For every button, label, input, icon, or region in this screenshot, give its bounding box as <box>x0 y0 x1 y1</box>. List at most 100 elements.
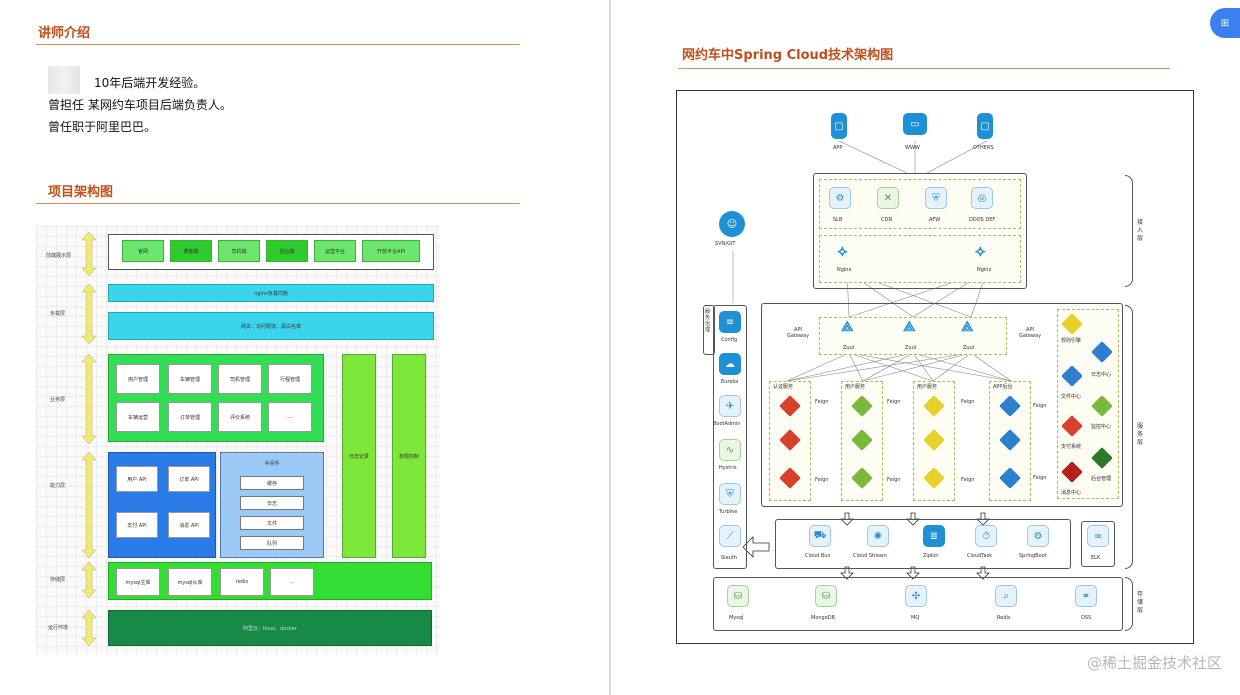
double-arrow-icon <box>82 562 96 598</box>
service-label: 用户服务 <box>917 384 938 390</box>
github-icon: ☺ <box>719 211 745 237</box>
intro-line-1: 10年后端开发经验。 <box>94 76 206 90</box>
frontend-item: 司机端 <box>218 240 260 262</box>
zuul-label: Zuul <box>843 345 855 351</box>
zipkin-icon: ≣ <box>923 525 945 547</box>
redis-icon: ⌕ <box>995 585 1017 607</box>
double-arrow-icon <box>82 610 96 646</box>
access-label: DDOS DEF <box>969 217 996 223</box>
biz-item: 车辆运营 <box>116 402 160 432</box>
left-document-page: 讲师介绍 10年后端开发经验。 曾担任 某网约车项目后端负责人。 曾任职于阿里巴… <box>0 0 610 695</box>
middleware-item: 文件 <box>240 516 304 530</box>
cloud-stream-icon: ✺ <box>867 525 889 547</box>
mobile-icon: ▢ <box>977 113 993 139</box>
service-label: APP后台 <box>993 384 1013 390</box>
middleware-item: 缓存 <box>240 476 304 490</box>
api-item: 订单 API <box>168 466 210 492</box>
firewall-icon: ⛨ <box>925 187 947 209</box>
storage-label: MQ <box>911 615 920 621</box>
tool-label: Sleuth <box>721 555 737 561</box>
elk-box <box>1081 521 1115 567</box>
gateway-label: API Gateway <box>1018 327 1042 339</box>
access-layer <box>813 173 1027 289</box>
storage-item: ... <box>270 568 314 596</box>
elk-icon: ∞ <box>1087 525 1109 547</box>
mq-icon: ✣ <box>905 585 927 607</box>
layer-label: 负载层 <box>50 311 66 317</box>
nginx-group <box>819 235 1021 283</box>
tools-group-tag <box>703 305 715 355</box>
elk-label: ELK <box>1091 555 1101 561</box>
nginx-icon: ⟡ <box>837 241 848 260</box>
heading-rule <box>36 203 520 204</box>
feign-label: Feign <box>1033 475 1047 481</box>
tools-column <box>713 305 747 569</box>
gateway-label: API Gateway <box>786 327 810 339</box>
biz-item: 用户管理 <box>116 364 160 394</box>
nginx-lb-bar: nginx负载均衡 <box>108 284 434 302</box>
feign-label: Feign <box>1033 403 1047 409</box>
zuul-icon: ⟁ <box>961 319 974 335</box>
storage-label: MongoDB <box>811 615 836 621</box>
layer-label: 存储层 <box>50 577 66 583</box>
bus-label: Cloud Bus <box>805 553 831 559</box>
storage-item: mysql主库 <box>116 568 160 596</box>
layer-side-label: 服务层 <box>1137 423 1144 446</box>
biz-item: 行程管理 <box>268 364 312 394</box>
client-label: APP <box>833 145 843 151</box>
mysql-icon: ⛁ <box>727 585 749 607</box>
bus-label: CloudTask <box>967 553 993 559</box>
storage-item: redis <box>220 568 264 596</box>
support-label: 文件中心 <box>1061 394 1082 400</box>
biz-item: 车辆管理 <box>168 364 212 394</box>
tool-label: Turbine <box>719 509 738 515</box>
zuul-icon: ⟁ <box>841 319 854 335</box>
client-label: WWW <box>905 145 920 151</box>
cloudtask-icon: ⏱ <box>975 525 997 547</box>
double-arrow-icon <box>82 452 96 558</box>
nginx-icon: ⟡ <box>975 241 986 260</box>
hystrix-icon: ∿ <box>719 439 741 461</box>
middleware-item: 队列 <box>240 536 304 550</box>
layer-label: 运行环境 <box>48 625 69 631</box>
heading-rule <box>36 44 520 45</box>
bus-label: Zipkin <box>923 553 939 559</box>
layer-label: 业务层 <box>50 397 66 403</box>
frontend-item: 运营平台 <box>314 240 356 262</box>
bus-label: SpringBoot <box>1019 553 1047 559</box>
zuul-label: Zuul <box>963 345 975 351</box>
layer-label: 前端展示层 <box>46 253 72 259</box>
eureka-icon: ☁ <box>719 353 741 375</box>
feign-label: Feign <box>815 477 829 483</box>
frontend-item: 后台端 <box>266 240 308 262</box>
connection-lines <box>732 140 1012 580</box>
bus-layer <box>775 519 1071 569</box>
springboot-icon: ⚙ <box>1027 525 1049 547</box>
api-item: 消息 API <box>168 512 210 538</box>
support-label: 消息中心 <box>1061 490 1082 496</box>
biz-item: ..... <box>268 402 312 432</box>
turbine-icon: ⛨ <box>719 483 741 505</box>
feign-label: Feign <box>961 477 975 483</box>
api-item: 用户 API <box>116 466 158 492</box>
double-arrow-icon <box>82 284 96 344</box>
monitor-icon: ▭ <box>903 113 927 135</box>
middleware-title: 中间件 <box>264 460 280 467</box>
api-item: 支付 API <box>116 512 158 538</box>
storage-item: mysql从库 <box>168 568 212 596</box>
floating-action-button[interactable]: ⊞ <box>1210 8 1240 38</box>
bootadmin-icon: ✈ <box>719 395 741 417</box>
watermark: @稀土掘金技术社区 <box>1086 654 1222 672</box>
storage-label: Mysql <box>729 615 744 621</box>
svn-label: SVN/GIT <box>715 241 736 247</box>
nginx-label: Nginx <box>977 267 992 273</box>
oss-icon: ⚭ <box>1075 585 1097 607</box>
intro-heading: 讲师介绍 <box>38 26 91 41</box>
frontend-item: 乘客端 <box>170 240 212 262</box>
page-divider <box>609 0 611 695</box>
support-label: 后台管理 <box>1091 476 1112 482</box>
support-label: 规则引擎 <box>1061 338 1082 344</box>
zuul-group <box>819 317 1007 355</box>
service-label: 认证服务 <box>773 384 794 390</box>
service-layer <box>761 303 1123 507</box>
